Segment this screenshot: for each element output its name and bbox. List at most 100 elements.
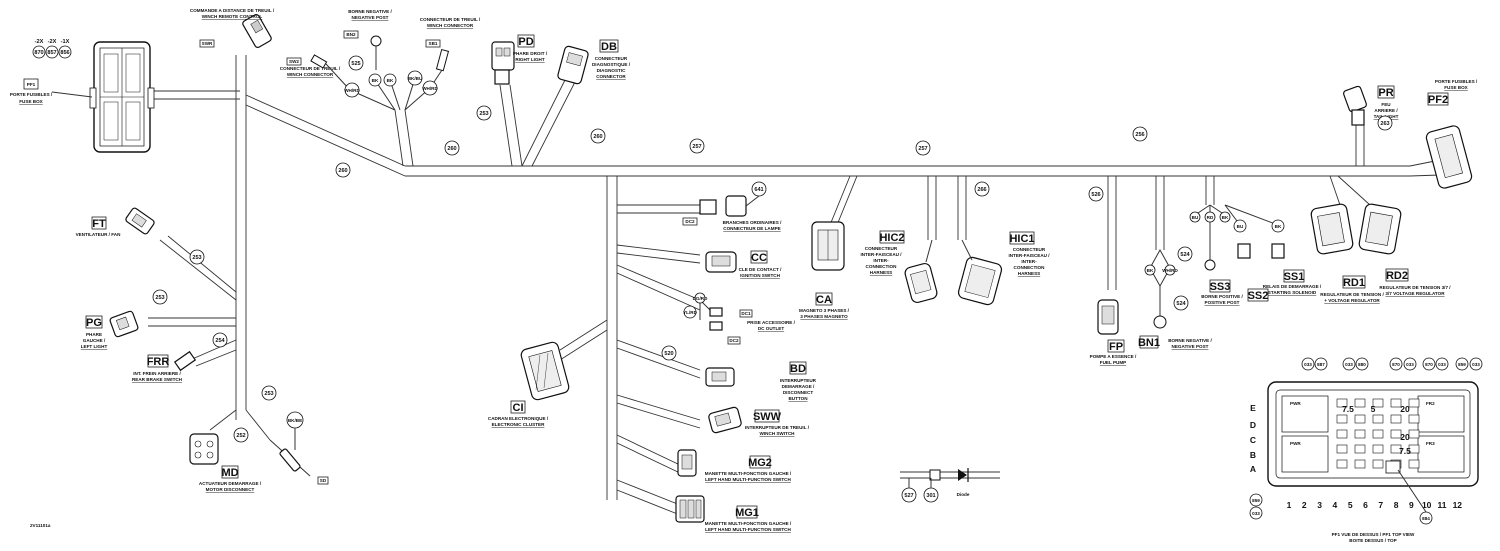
svg-text:PRISE ACCESSOIRE /: PRISE ACCESSOIRE / (747, 320, 796, 325)
svg-text:RD: RD (1207, 215, 1214, 220)
splice-label: WH/RD (1162, 264, 1178, 276)
rd-voltage-regulators: RD1 REGULATEUR DE TENSION / + VOLTAGE RE… (1310, 203, 1451, 303)
mg2-multifunction-switch: MG2 MANETTE MULTI-FONCTION GAUCHE / LEFT… (677, 449, 792, 482)
wire-label: 525 (348, 55, 364, 71)
mg1-multifunction-switch: MG1 MANETTE MULTI-FONCTION GAUCHE / LEFT… (675, 495, 792, 532)
callout: 033 (1435, 357, 1449, 371)
svg-text:20: 20 (1400, 432, 1410, 442)
svg-text:BK: BK (1222, 215, 1229, 220)
wire-label: 253 (476, 105, 492, 121)
svg-text:3/7 VOLTAGE REGULATOR: 3/7 VOLTAGE REGULATOR (1385, 291, 1445, 296)
svg-text:WH/RD: WH/RD (1162, 268, 1178, 273)
bd-disconnect-button: BD INTERRUPTEUR DEMARRAGE / DISCONNECT B… (705, 361, 817, 401)
fuse-slot (1372, 429, 1384, 439)
svg-text:DC2: DC2 (729, 338, 739, 343)
splice-label: RD (1204, 211, 1216, 223)
svg-text:-2X: -2X (35, 39, 44, 45)
svg-text:253: 253 (155, 295, 164, 301)
svg-text:524: 524 (1176, 301, 1186, 307)
fuse-column-number: 1 (1287, 500, 1292, 510)
svg-text:PHARE DROIT /: PHARE DROIT / (513, 51, 548, 56)
fuse-slot (1336, 459, 1348, 469)
fuse-slot (1390, 414, 1402, 424)
svg-text:REAR BRAKE SWITCH: REAR BRAKE SWITCH (132, 377, 183, 382)
svg-text:NEGATIVE POST: NEGATIVE POST (1172, 344, 1209, 349)
splice-label: BK (383, 73, 397, 87)
svg-text:PR: PR (1378, 87, 1393, 99)
db-connector: DB CONNECTEUR DIAGNOSTIQUE / DIAGNOSTIC … (557, 39, 631, 85)
svg-text:ELECTRONIC CLUSTER: ELECTRONIC CLUSTER (492, 422, 546, 427)
svg-text:870: 870 (1425, 362, 1433, 367)
wire-label: 641 (751, 181, 767, 197)
wire-label: 266 (974, 181, 990, 197)
fuse-slot (1354, 444, 1366, 454)
svg-text:WINCH REMOTE CONTROL: WINCH REMOTE CONTROL (202, 14, 263, 19)
svg-text:FUSE BOX: FUSE BOX (1444, 85, 1468, 90)
svg-text:CADRAN ELECTRONIQUE /: CADRAN ELECTRONIQUE / (488, 416, 549, 421)
fuse-column-number: 6 (1363, 500, 1368, 510)
splice-label: BK (1144, 264, 1156, 276)
fuse-column-number: 11 (1438, 500, 1447, 510)
svg-text:C: C (1250, 435, 1256, 445)
svg-text:FRR: FRR (147, 356, 170, 368)
wire-label: 260 (335, 162, 351, 178)
hic2-connector: HIC2 CONNECTEUR INTER-FAISCEAU / INTER- … (860, 230, 938, 304)
svg-text:ARRIERE /: ARRIERE / (1374, 108, 1398, 113)
pr-tail-light: PR FEU ARRIERE / TAIL LIGHT 263 (1343, 85, 1399, 131)
svg-text:BORNE POSITIVE /: BORNE POSITIVE / (1201, 294, 1243, 299)
svg-text:CONNECTION: CONNECTION (1014, 265, 1046, 270)
pf2-fuse-box: PORTE FUSIBLES / FUSE BOX PF2 (1425, 79, 1478, 189)
svg-text:5: 5 (1371, 404, 1376, 414)
svg-text:COMMANDE A DISTANCE DE TREUIL: COMMANDE A DISTANCE DE TREUIL / (190, 8, 275, 13)
fuse-slot (1336, 414, 1348, 424)
svg-text:7.5: 7.5 (1399, 446, 1411, 456)
splice-label: BK/BU (407, 70, 423, 86)
fuse-column-number: 12 (1453, 500, 1463, 510)
svg-text:FUEL PUMP: FUEL PUMP (1100, 360, 1126, 365)
svg-text:257: 257 (918, 146, 927, 152)
svg-text:DIAGNOSTIQUE /: DIAGNOSTIQUE / (592, 62, 631, 67)
splice-label: BK (368, 73, 382, 87)
pg-left-light: PG PHARE GAUCHE / LEFT LIGHT (81, 310, 139, 349)
svg-text:266: 266 (977, 187, 986, 193)
svg-text:CA: CA (816, 294, 832, 306)
svg-text:SD: SD (320, 478, 327, 483)
svg-text:CLE DE CONTACT /: CLE DE CONTACT / (739, 267, 783, 272)
svg-text:MG2: MG2 (748, 457, 772, 469)
svg-text:FEU: FEU (1381, 102, 1391, 107)
svg-text:SS2: SS2 (1248, 290, 1269, 302)
svg-text:WINCH CONNECTOR: WINCH CONNECTOR (427, 23, 474, 28)
svg-text:Diode: Diode (957, 492, 970, 497)
frr-rear-brake-switch: FRR INT. FREIN ARRIERE / REAR BRAKE SWIT… (132, 350, 197, 382)
svg-text:BN1: BN1 (1138, 337, 1160, 349)
svg-text:CC: CC (751, 252, 767, 264)
sww-winch-switch: SWW INTERRUPTEUR DE TREUIL / WINCH SWITC… (708, 406, 810, 436)
callout: 870 (1389, 357, 1403, 371)
fuse-slot (1336, 444, 1348, 454)
svg-text:MANETTE MULTI-FONCTION GAUCHE: MANETTE MULTI-FONCTION GAUCHE / (705, 521, 792, 526)
footer-id: 2V11101a (30, 523, 51, 528)
svg-text:FT: FT (92, 218, 106, 230)
fp-fuel-pump: FP POMPE A ESSENCE / FUEL PUMP (1090, 299, 1137, 365)
wire-label: 256 (1132, 126, 1148, 142)
svg-text:PORTE FUSIBLES /: PORTE FUSIBLES / (1435, 79, 1478, 84)
dc2-branch: DC2 BRANCHES ORDINAIRES / CONNECTEUR DE … (682, 195, 782, 231)
fuse-slot (1354, 414, 1366, 424)
svg-text:253: 253 (192, 255, 201, 261)
svg-text:RD2: RD2 (1386, 270, 1408, 282)
svg-text:BORNE NEGATIVE /: BORNE NEGATIVE / (1168, 338, 1212, 343)
svg-text:HARNESS: HARNESS (1018, 271, 1040, 276)
diode-assembly: Diode (900, 468, 1000, 497)
inner-fuse-label: 20 (1400, 432, 1410, 442)
dc1-outlet: DG/RD YL/RD DC1 DC2 PRISE ACCESSOIRE / D… (683, 292, 796, 345)
wire-label: 253 (152, 289, 168, 305)
splice-label: BK (1271, 219, 1285, 233)
inner-fuse-label: 20 (1400, 404, 1410, 414)
svg-text:PF2: PF2 (1428, 94, 1448, 106)
svg-text:CONNECTEUR: CONNECTEUR (595, 56, 628, 61)
callout: 887 (1314, 357, 1328, 371)
svg-text:859: 859 (1458, 362, 1466, 367)
svg-text:FR3: FR3 (1426, 441, 1435, 446)
splice-label: WH/RD (422, 80, 438, 96)
svg-text:859: 859 (1252, 498, 1260, 503)
